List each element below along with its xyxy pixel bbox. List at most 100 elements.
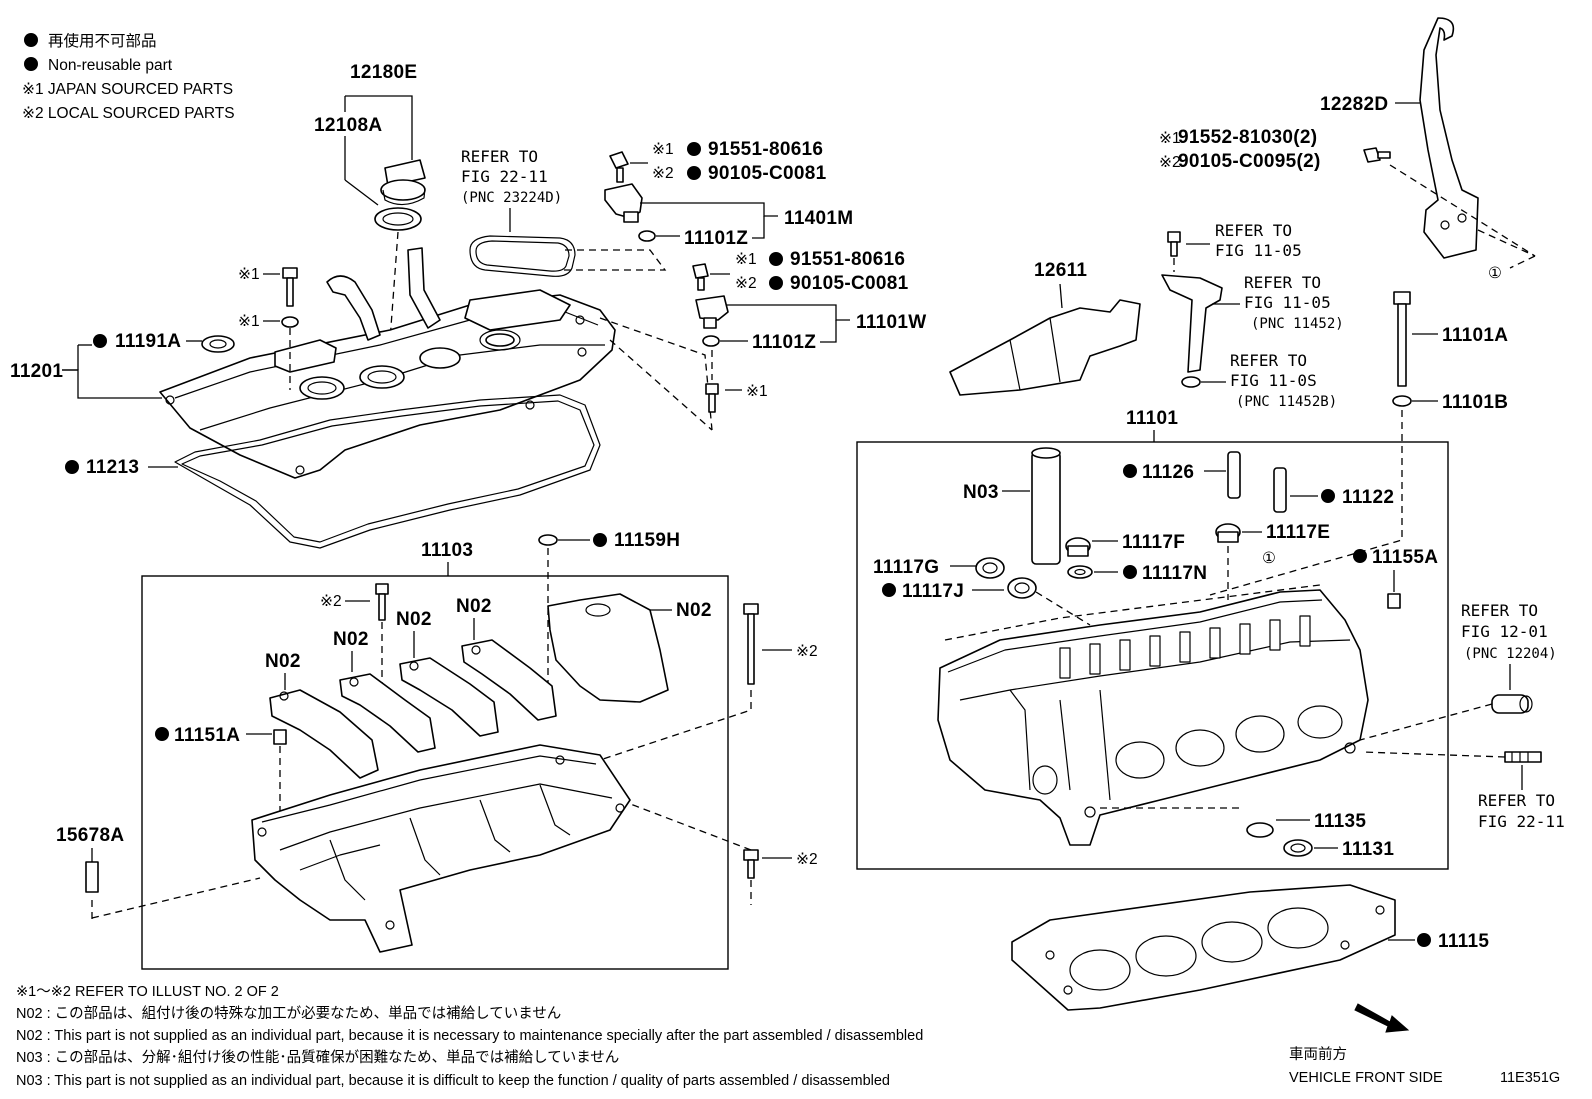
nonreusable-dot-icon [93,334,107,348]
legend-nonreusable-en: Non-reusable part [48,57,173,74]
valve-guide-icon [1273,467,1287,513]
label-11151A[interactable]: 11151A [174,725,240,746]
refer-to-text[interactable]: REFER TO [1215,221,1292,240]
nonreusable-dot-icon [1123,565,1137,579]
label-11131[interactable]: 11131 [1342,839,1394,860]
bolt-icon [692,263,709,279]
nonreusable-dot-icon [769,276,783,290]
label-11101[interactable]: 11101 [1126,408,1178,429]
label-11213[interactable]: 11213 [86,457,139,478]
refer-to-text[interactable]: REFER TO [461,147,538,166]
label-11155A[interactable]: 11155A [1372,547,1438,568]
gasket-icon [1283,839,1313,857]
refer-to-text[interactable]: REFER TO [1478,791,1555,810]
label-11103[interactable]: 11103 [421,540,473,561]
mark-local-2: ※2 [652,165,674,182]
stud-bolt-icon [1504,751,1542,763]
label-11115[interactable]: 11115 [1438,931,1489,952]
label-n02-e[interactable]: N02 [676,600,712,621]
refer-to-text[interactable]: REFER TO [1244,273,1321,292]
label-11101A[interactable]: 11101A [1442,325,1508,346]
refer-fig-12-01[interactable]: FIG 12-01 [1461,622,1548,641]
bolt-icon [609,151,629,169]
label-11101Z-b[interactable]: 11101Z [752,332,816,353]
label-11117E[interactable]: 11117E [1266,522,1330,543]
label-11101W[interactable]: 11101W [856,312,926,333]
label-n02-b[interactable]: N02 [333,629,369,650]
mark-japan-1d: ※1 [1159,130,1181,147]
knock-pin-icon [1387,593,1401,609]
bolt-91551-80616-a[interactable]: 91551-80616 [708,139,823,160]
plug-icon [975,557,1005,579]
bolt-90105-C0095[interactable]: 90105-C0095(2) [1178,151,1321,172]
circle-mark-1b: ① [1262,550,1276,567]
label-11117G[interactable]: 11117G [873,557,939,578]
label-11126[interactable]: 11126 [1142,462,1194,483]
oil-filler-cap-icon [384,159,426,187]
label-n02-c[interactable]: N02 [396,609,432,630]
cylinder-head-box [856,441,1449,870]
label-12611[interactable]: 12611 [1034,260,1087,281]
refer-to-text[interactable]: REFER TO [1461,601,1538,620]
mark-local-2: ※2 [735,275,757,292]
label-11117F[interactable]: 11117F [1122,532,1185,553]
refer-pnc-11452[interactable]: (PNC 11452) [1251,316,1344,332]
label-11101B[interactable]: 11101B [1442,392,1508,413]
refer-pnc-12204[interactable]: (PNC 12204) [1464,646,1557,662]
bolt-90105-C0081-a[interactable]: 90105-C0081 [708,163,827,184]
label-12108A[interactable]: 12108A [314,115,382,136]
head-gasket-group: 11115 [1011,884,1489,1011]
label-11122[interactable]: 11122 [1342,487,1394,508]
note-refer-illust: ※1～※2 REFER TO ILLUST NO. 2 OF 2 [16,984,279,1000]
bearing-cap-icon [461,639,557,721]
bearing-cap-icon [269,689,379,779]
label-11401M[interactable]: 11401M [784,208,853,229]
breather-hose-icon [326,275,381,341]
label-12282D[interactable]: 12282D [1320,94,1388,115]
bolt-icon [743,603,759,615]
cam-housing-cap-icon [547,593,669,703]
bolt-91551-80616-b[interactable]: 91551-80616 [790,249,905,270]
refer-fig-22-11[interactable]: FIG 22-11 [461,167,548,186]
legend-nonreusable-jp: 再使用不可部品 [48,32,157,50]
bolt-icon [743,849,759,861]
oil-filler-cap-group: 12180E 12108A [314,62,426,341]
o-ring-icon [702,335,720,347]
nonreusable-dot-icon [24,33,38,47]
label-n03[interactable]: N03 [963,482,999,503]
refer-to-text[interactable]: REFER TO [1230,351,1307,370]
refer-fig-11-05-a[interactable]: FIG 11-05 [1215,241,1302,260]
gasket-icon [1067,565,1093,579]
head-bolt-group: 11101A 11101B [1209,291,1508,596]
label-11135[interactable]: 11135 [1314,811,1366,832]
refer-pnc-23224D[interactable]: (PNC 23224D) [461,190,562,206]
bolt-90105-C0081-b[interactable]: 90105-C0081 [790,273,909,294]
head-bolt-icon [1393,291,1411,305]
refer-fig-11-05-b[interactable]: FIG 11-05 [1244,293,1331,312]
bracket-12282D-group: 12282D ※1 91552-81030(2) ※2 90105-C0095(… [1159,17,1536,282]
label-11117J[interactable]: 11117J [902,581,964,602]
mark-japan-1c: ※1 [746,383,768,400]
label-11159H[interactable]: 11159H [614,530,680,551]
label-12180E[interactable]: 12180E [350,62,417,83]
refer-fig-22-11-b[interactable]: FIG 22-11 [1478,812,1565,831]
label-11117N[interactable]: 11117N [1142,563,1207,584]
gasket-icon [1007,577,1037,599]
label-11191A[interactable]: 11191A [115,331,181,352]
bolt-icon [1167,231,1181,243]
vehicle-front-jp: 車両前方 [1289,1046,1347,1063]
label-11101Z-a[interactable]: 11101Z [684,228,748,249]
sensor-icon [695,295,729,321]
refer-fig-11-0S[interactable]: FIG 11-0S [1230,371,1317,390]
plug-icon [85,861,99,893]
refer-pnc-11452B[interactable]: (PNC 11452B) [1236,394,1337,410]
mark-japan-1b: ※1 [238,313,260,330]
label-n02-d[interactable]: N02 [456,596,492,617]
bolt-91552-81030[interactable]: 91552-81030(2) [1178,127,1317,148]
cylinder-head-icon [937,589,1369,846]
label-11201[interactable]: 11201 [10,361,63,382]
note-n03-jp: N03 : この部品は、分解･組付け後の性能･品質確保が困難なため、単品では補給… [16,1048,619,1066]
label-15678A[interactable]: 15678A [56,825,124,846]
mark-local-2d: ※2 [1159,154,1181,171]
label-n02-a[interactable]: N02 [265,651,301,672]
